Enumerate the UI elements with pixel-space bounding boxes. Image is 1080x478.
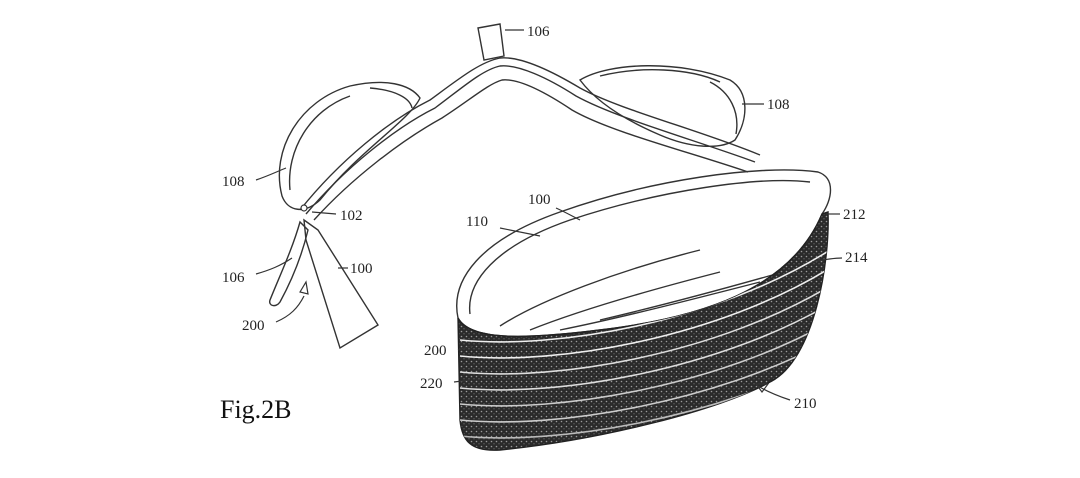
top-tab — [477, 23, 505, 61]
label-106-left: 106 — [222, 270, 245, 286]
label-214: 214 — [845, 250, 868, 266]
head-strap — [299, 57, 761, 221]
leader-lines — [255, 29, 843, 401]
label-110: 110 — [466, 214, 488, 230]
hanging-straps — [268, 204, 379, 350]
label-100-strip: 100 — [350, 261, 373, 277]
label-106-top: 106 — [527, 24, 550, 40]
label-108-right: 108 — [767, 97, 790, 113]
label-212: 212 — [843, 207, 866, 223]
figure-title: Fig.2B — [220, 395, 292, 424]
label-108-left: 108 — [222, 174, 245, 190]
label-200-left: 200 — [242, 318, 265, 334]
label-220: 220 — [420, 376, 443, 392]
label-100-inner: 100 — [528, 192, 551, 208]
left-cushion — [278, 81, 421, 210]
elastic-band — [457, 211, 829, 451]
label-200-band: 200 — [424, 343, 447, 359]
label-102: 102 — [340, 208, 363, 224]
right-cushion — [578, 65, 746, 148]
label-210: 210 — [794, 396, 817, 412]
